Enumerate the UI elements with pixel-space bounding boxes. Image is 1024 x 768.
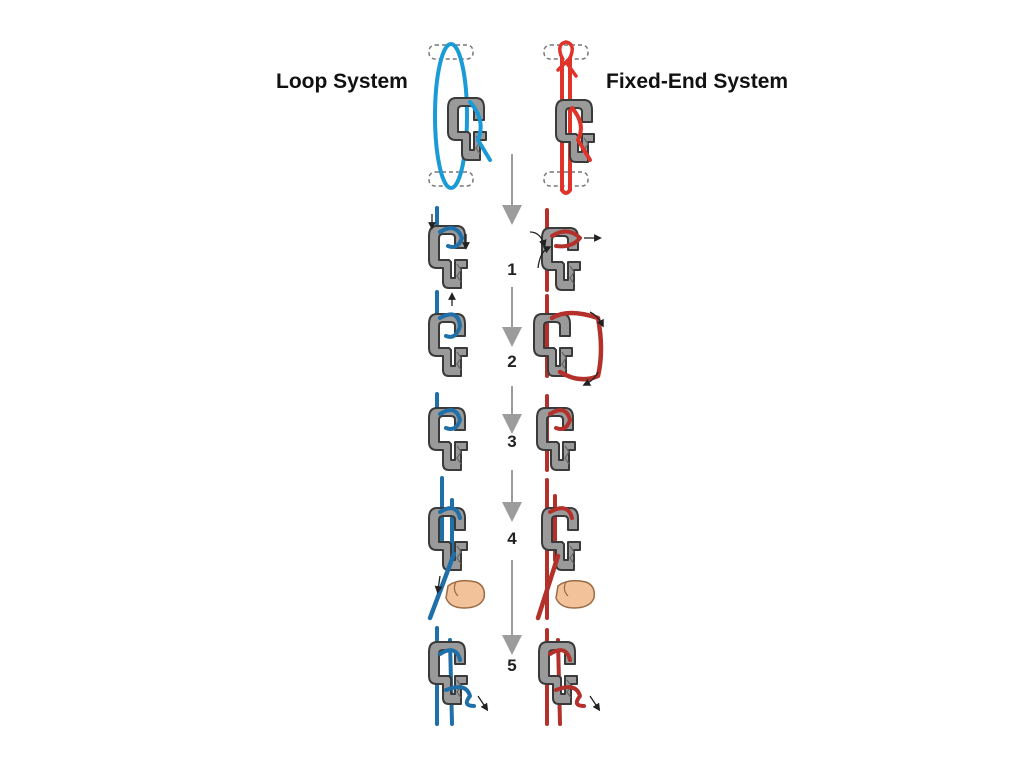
motion-arrow <box>589 695 601 712</box>
cord <box>548 408 572 431</box>
step2-fixed-hook-icon <box>533 313 573 377</box>
hand-icon <box>445 579 486 609</box>
motion-arrow <box>582 371 599 386</box>
anchor-point-icon <box>428 44 474 60</box>
loop-system-title: Loop System <box>276 70 408 93</box>
step3-loop-hook-icon <box>428 407 468 471</box>
fixed-end-system-title: Fixed-End System <box>606 70 789 93</box>
step-number-1: 1 <box>507 260 516 279</box>
loop-cord-ring <box>433 42 469 190</box>
step-number-2: 2 <box>507 352 516 371</box>
cord <box>560 188 572 195</box>
hand-icon <box>555 579 596 609</box>
cord <box>570 106 592 162</box>
cord <box>548 506 574 520</box>
fixed-end-knot <box>556 40 578 78</box>
hand-shape <box>555 579 596 609</box>
anchor-point-icon <box>428 171 474 187</box>
motion-arrow <box>529 231 547 248</box>
cord <box>438 408 462 431</box>
cord <box>438 312 462 339</box>
anchor-point-icon <box>543 44 589 60</box>
motion-arrow <box>537 246 552 269</box>
cord <box>535 553 561 621</box>
step-number-3: 3 <box>507 432 516 451</box>
cord <box>438 648 462 662</box>
step-number-4: 4 <box>507 529 517 548</box>
cord <box>438 506 462 520</box>
motion-arrow <box>477 695 489 712</box>
cord <box>438 226 464 249</box>
cord <box>554 685 586 708</box>
cord <box>550 229 582 249</box>
hand-finger <box>453 581 459 597</box>
cord <box>548 648 572 662</box>
anchor-point-icon <box>543 171 589 187</box>
hand-shape <box>445 579 486 609</box>
cord <box>549 310 604 382</box>
step-number-5: 5 <box>507 656 516 675</box>
cord <box>468 100 492 162</box>
motion-arrow <box>434 575 443 594</box>
cord <box>444 685 476 708</box>
hand-finger <box>563 581 569 597</box>
motion-arrow <box>589 311 604 328</box>
